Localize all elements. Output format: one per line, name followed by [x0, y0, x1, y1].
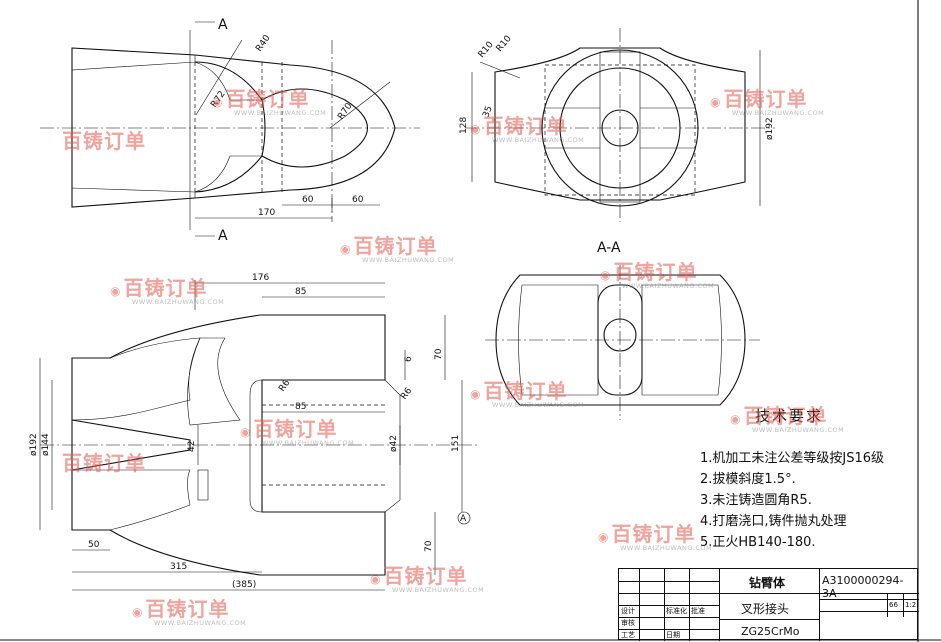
- dim-128: 128: [459, 117, 469, 134]
- dim-85-top: 85: [295, 287, 306, 297]
- side-view: 128 ø192 R10 R10 35: [459, 28, 775, 222]
- assembly-name: 钻臂体: [749, 576, 786, 590]
- section-mark-bottom: A: [218, 228, 228, 244]
- requirement-item: 5.正火HB140-180.: [700, 535, 816, 550]
- scale-value: 1:2: [905, 601, 917, 609]
- dim-170: 170: [258, 208, 275, 218]
- dim-60-b: 60: [352, 195, 364, 205]
- label-approve: 批准: [691, 607, 705, 615]
- label-review: 审核: [621, 619, 635, 627]
- drawing-number: A3100000294-3A: [822, 574, 904, 600]
- dim-r72: R72: [209, 89, 227, 109]
- label-process: 工艺: [621, 631, 635, 639]
- dim-dia42: ø42: [389, 435, 399, 452]
- dim-70-bottom: 70: [424, 540, 434, 552]
- dim-dia144: ø144: [41, 433, 51, 456]
- dim-60-a: 60: [302, 195, 314, 205]
- dim-151: 151: [451, 435, 461, 452]
- requirement-item: 4.打磨浇口,铸件抛丸处理: [700, 514, 847, 529]
- label-standard: 标准化: [666, 607, 687, 615]
- part-name: 叉形接头: [741, 602, 790, 616]
- material: ZG25CrMo: [741, 625, 800, 638]
- dim-dia192-front: ø192: [29, 433, 39, 456]
- requirement-item: 3.未注铸造圆角R5.: [700, 493, 812, 508]
- section-aa-view: A-A: [485, 240, 760, 420]
- dim-35: 35: [481, 105, 494, 119]
- label-design: 设计: [621, 607, 635, 615]
- requirement-item: 2.拔模斜度1.5°.: [700, 472, 796, 487]
- section-aa-title: A-A: [597, 240, 621, 256]
- dim-dia192-side: ø192: [765, 117, 775, 140]
- dim-r40: R40: [254, 33, 273, 53]
- top-view: A A R40 R72 R70 170 60 60: [40, 17, 420, 244]
- technical-requirements-title: 技术要求: [755, 407, 824, 425]
- dim-50: 50: [88, 540, 100, 550]
- dim-6: 6: [404, 356, 414, 362]
- dim-85-mid: 85: [295, 402, 306, 412]
- weight-value: 66: [889, 601, 898, 609]
- label-date: 日期: [666, 631, 680, 639]
- dim-385: (385): [232, 580, 256, 590]
- dim-r10-b: R10: [495, 34, 514, 54]
- front-view: 176 85 6 70 R6 R6 85 ø42 151 42 ø192 ø14…: [29, 273, 480, 591]
- dim-r6-b: R6: [399, 386, 414, 402]
- dim-176: 176: [252, 273, 269, 283]
- dim-42: 42: [187, 441, 197, 452]
- dim-315: 315: [170, 562, 187, 572]
- technical-requirements: 技术要求 1.机加工未注公差等级按JS16级 2.拔模斜度1.5°. 3.未注铸…: [700, 405, 900, 553]
- requirement-item: 1.机加工未注公差等级按JS16级: [700, 451, 885, 466]
- datum-a: A: [460, 514, 467, 524]
- title-block: 设计 审核 工艺 标准化 日期 批准 钻臂体 叉形接头 ZG25CrMo A31…: [618, 568, 919, 641]
- dim-70-top: 70: [434, 348, 444, 360]
- section-mark-top: A: [218, 17, 228, 33]
- dim-r10-a: R10: [477, 40, 496, 60]
